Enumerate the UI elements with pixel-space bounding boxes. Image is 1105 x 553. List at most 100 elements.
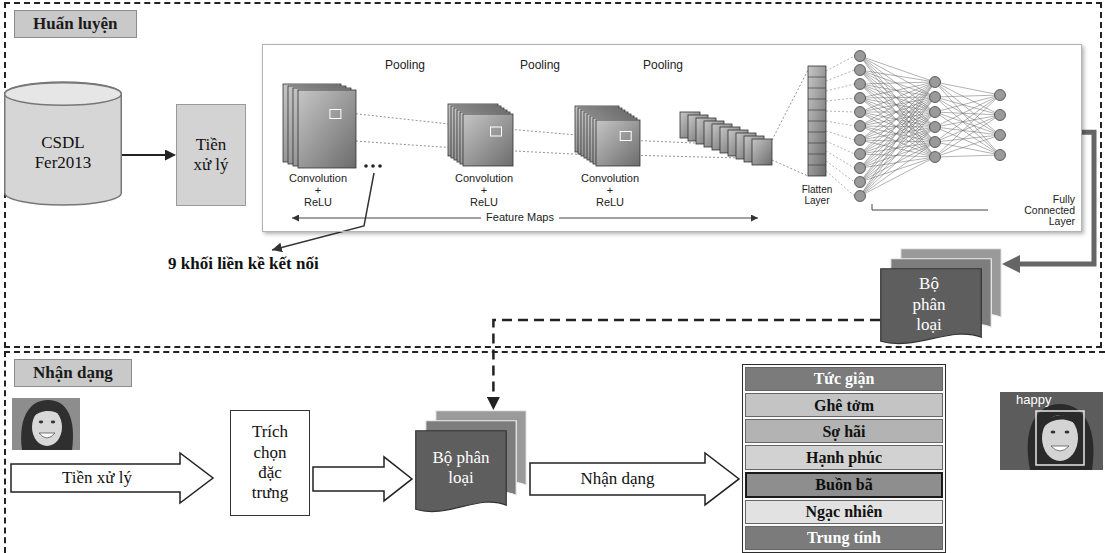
fc-link [860, 112, 935, 126]
fc-link [935, 115, 1000, 157]
fc-link [860, 112, 935, 196]
node-label: Tiền xử lý [187, 135, 235, 176]
fc-link [860, 82, 935, 84]
fc-link [860, 56, 935, 157]
fc-link [826, 56, 855, 71]
neuron [855, 191, 866, 202]
fc-link [860, 82, 935, 126]
layer-label: Fully Connected Layer [1009, 194, 1075, 227]
section-region: Huấn luyệnCSDL Fer2013 Tiền xử lý Pooling P… [4, 2, 1102, 348]
neuron [995, 90, 1006, 101]
fc-link [935, 142, 1000, 155]
fc-link [935, 95, 1000, 112]
process-box: Trích chọn đặc trưng [230, 410, 310, 516]
fc-link [860, 97, 935, 154]
ellipsis-dot [364, 164, 368, 168]
eye [1065, 431, 1070, 434]
ellipsis-dot [378, 164, 382, 168]
section-title: Huấn luyện [14, 10, 137, 38]
text-area: Tiền xử lý [20, 464, 174, 492]
cylinder-body [5, 82, 122, 205]
layer-label: Feature Maps [481, 211, 559, 224]
fc-link [860, 70, 935, 82]
kernel-window [330, 110, 341, 119]
section-region: Nhận dạng Tiền xử lý Trích chọn đặc trưng B… [4, 351, 1105, 553]
process-box: Tiền xử lý [176, 104, 246, 206]
neuron [855, 65, 866, 76]
fc-link [860, 97, 935, 168]
neuron [855, 107, 866, 118]
node-label: Trích chọn đặc trưng [243, 422, 297, 504]
fc-link [826, 121, 855, 126]
flatten-cell [808, 77, 826, 78]
block-arrow [530, 453, 739, 505]
text-area: Bộ phân loại [904, 274, 954, 336]
edge-label: Nhận dạng [577, 468, 657, 489]
eye [39, 421, 43, 424]
text-area: CSDL Fer2013 [18, 108, 108, 198]
fc-link [826, 161, 855, 182]
face-box [1036, 411, 1084, 465]
neuron [855, 149, 866, 160]
fc-link [935, 155, 1000, 157]
fc-link [860, 142, 935, 168]
fc-link [860, 70, 935, 157]
text-area: Tiền xử lý [187, 111, 235, 199]
connectors [122, 132, 1094, 505]
fc-link [826, 84, 855, 91]
kernel-window [620, 132, 631, 141]
fc-link [860, 127, 935, 182]
fc-link [860, 82, 935, 196]
neuron [855, 177, 866, 188]
fc-link [826, 98, 855, 101]
fc-link [860, 157, 935, 182]
fc-link [935, 135, 1000, 157]
flatten-cell [808, 143, 826, 144]
neuron [930, 152, 941, 163]
map-link [625, 155, 740, 158]
neuron [855, 79, 866, 90]
emotion-class: Ghê tởm [745, 393, 943, 417]
map-link [772, 70, 808, 140]
neuron [855, 135, 866, 146]
fc-link [860, 157, 935, 168]
classifier-stack: Bộ phân loại [415, 410, 527, 516]
fc-link [935, 82, 1000, 115]
neuron [995, 150, 1006, 161]
fc-link [860, 82, 935, 98]
neuron [855, 163, 866, 174]
kernel-window [491, 127, 502, 136]
fc-link [935, 115, 1000, 127]
layer-label: Pooling [520, 58, 560, 72]
flatten-bar [808, 66, 826, 176]
fc-link [826, 151, 855, 168]
hair [21, 400, 73, 450]
fc-link [860, 112, 935, 140]
fringe [1043, 415, 1078, 428]
emotion-class: Ngạc nhiên [745, 500, 943, 524]
emotion-class: Hạnh phúc [745, 445, 943, 469]
neuron [930, 77, 941, 88]
block-arrow [313, 457, 412, 501]
input-face-photo [12, 398, 80, 450]
fc-link [860, 97, 935, 196]
fc-link [860, 126, 935, 157]
band-stack: Tức giậnGhê tởmSợ hãiHạnh phúcBuồn bãNgạ… [745, 367, 943, 550]
node-label: Bộ phân loại [421, 448, 501, 489]
layer-label: Convolution + ReLU [455, 172, 513, 208]
layer-label: Pooling [643, 58, 683, 72]
callout-text: 9 khối liền kề kết nối [168, 254, 319, 274]
node-label: Tiền xử lý [62, 468, 132, 488]
fc-link [860, 127, 935, 140]
result-face-photo [1000, 392, 1103, 470]
neuron [930, 107, 941, 118]
leader-line [272, 173, 374, 250]
fc-link [826, 141, 855, 154]
feature-map [298, 90, 356, 168]
database-cylinder: CSDL Fer2013 [4, 82, 122, 206]
flow-arrow [122, 154, 165, 156]
document-page [881, 269, 982, 344]
